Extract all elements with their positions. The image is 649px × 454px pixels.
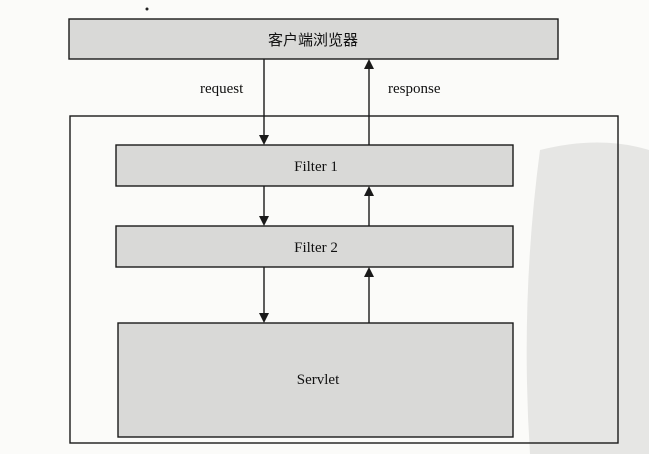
servlet-box: [117, 322, 514, 438]
response-arrowhead-2: [364, 186, 374, 196]
request-arrowhead-2: [259, 216, 269, 226]
request-arrowhead-3: [259, 313, 269, 323]
client-browser-label: 客户端浏览器: [268, 31, 358, 49]
filter-1-box: [115, 144, 514, 187]
request-label: request: [200, 81, 244, 97]
client-browser-box: [68, 18, 559, 60]
response-arrows: [364, 59, 374, 323]
container-box: [69, 115, 619, 444]
request-arrows: [259, 59, 269, 323]
response-label: response: [388, 81, 441, 97]
filter-1-label: Filter 1: [294, 159, 338, 175]
background-watermark: [526, 142, 649, 454]
response-arrowhead-1: [364, 59, 374, 69]
filter-2-label: Filter 2: [294, 240, 338, 256]
response-arrowhead-3: [364, 267, 374, 277]
servlet-label: Servlet: [297, 372, 340, 388]
stray-dot: [145, 7, 149, 11]
request-arrowhead-1: [259, 135, 269, 145]
filter-2-box: [115, 225, 514, 268]
